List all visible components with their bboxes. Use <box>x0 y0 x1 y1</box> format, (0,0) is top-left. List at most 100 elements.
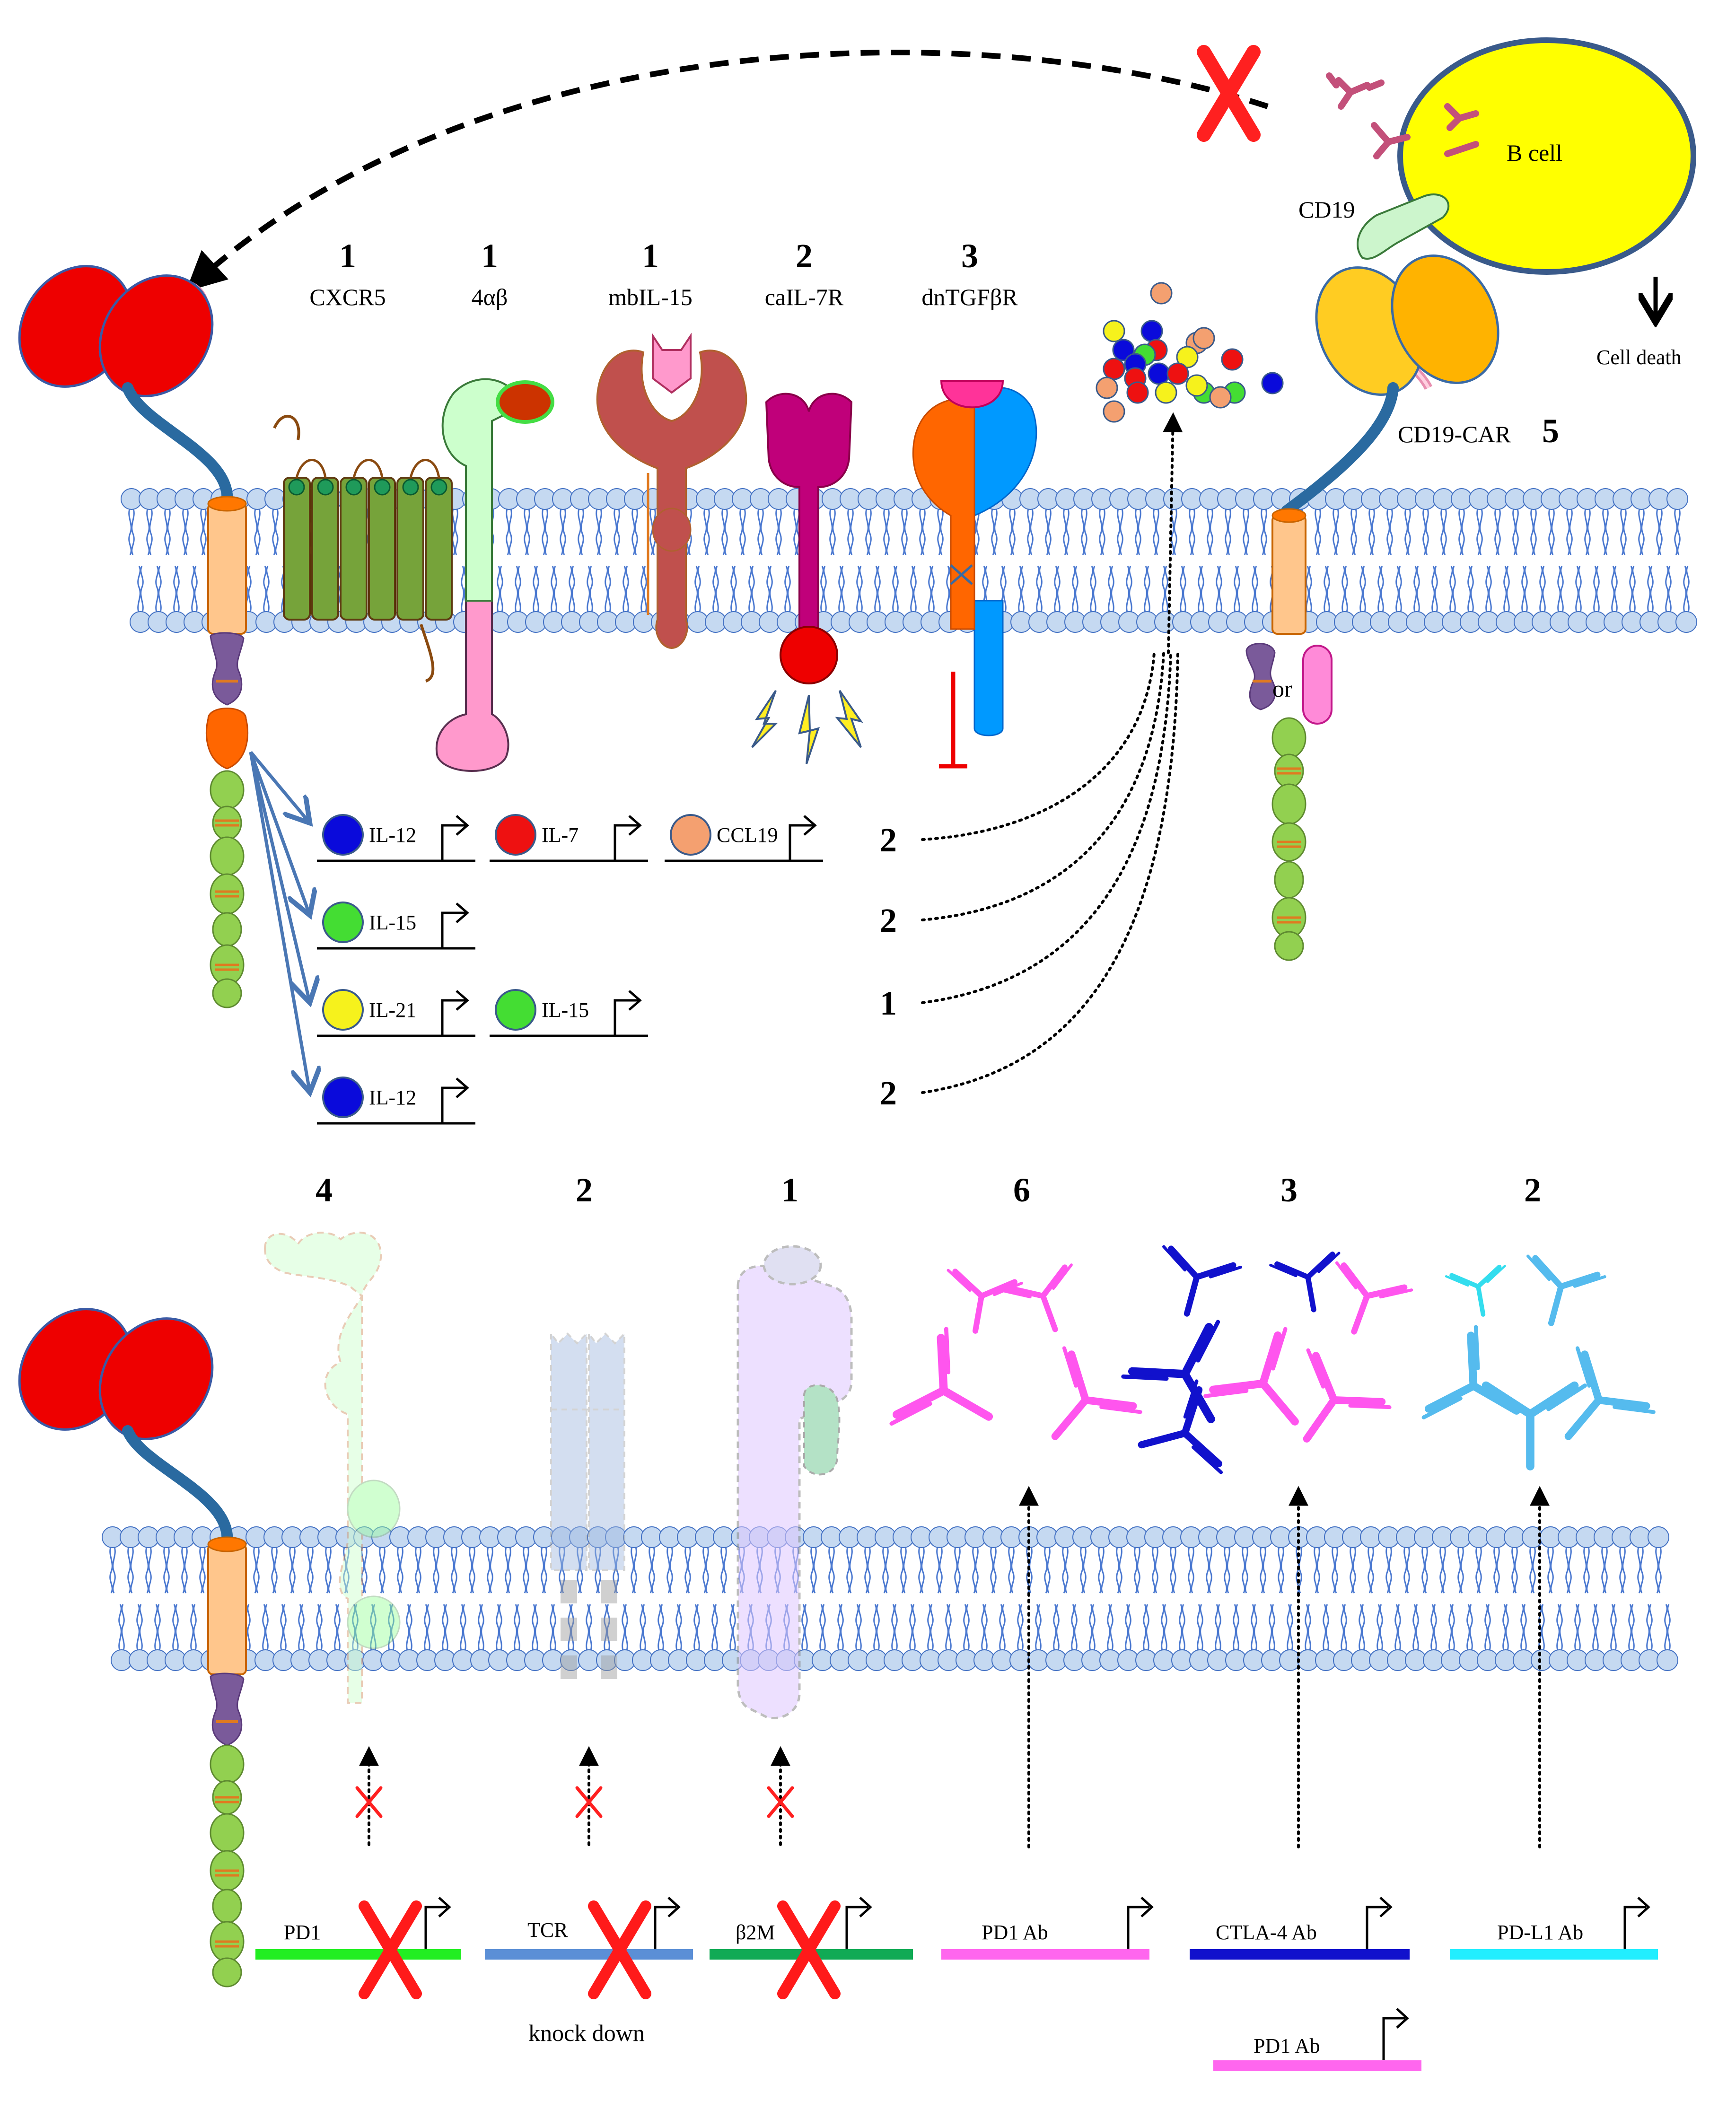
cytokine-gene-label: IL-12 <box>369 1086 416 1109</box>
column-number-tcr: 2 <box>576 1171 593 1209</box>
receptor-number-mbil15: 1 <box>642 237 659 275</box>
car-label: CD19-CAR <box>1398 421 1511 447</box>
antibody-icon <box>1162 1245 1242 1317</box>
cd19-car-left <box>18 265 249 1008</box>
receptor-name-cxcr5: CXCR5 <box>309 284 386 310</box>
antibody-icon <box>1526 1254 1606 1326</box>
column-number-b2m: 1 <box>781 1171 798 1209</box>
secretion-count-1: 2 <box>880 821 897 859</box>
signal-arrows <box>249 751 310 1093</box>
gene-label: PD1 Ab <box>982 1921 1048 1944</box>
bottom-gene-cassettes: PD1 TCR β2M PD1 Ab CTLA-4 Ab PD-L1 Ab PD1 Ab <box>255 1897 1658 2071</box>
pd1-receptor-faded <box>263 1231 401 1704</box>
secretion-lines <box>921 412 1183 1094</box>
cytokine-gene-label: CCL19 <box>717 823 778 847</box>
cytokine-gene-label: IL-21 <box>369 998 416 1022</box>
antibody-icon <box>889 1327 993 1426</box>
cell-membrane-bottom <box>102 1526 1678 1671</box>
antibody-icon <box>1473 1381 1587 1471</box>
receptor-name-cail7r: caIL-7R <box>765 284 844 310</box>
gene-label: PD-L1 Ab <box>1497 1921 1583 1944</box>
antibody-icon <box>1303 1348 1392 1443</box>
receptor-labels: 1 CXCR5 1 4αβ 1 mbIL-15 2 caIL-7R 3 dnTG… <box>309 237 1018 310</box>
antibody-icon <box>1335 1261 1413 1335</box>
antibody-icon <box>1000 1263 1073 1332</box>
gene-label: β2M <box>736 1921 775 1944</box>
receptor-name-dntgfbr: dnTGFβR <box>921 284 1018 310</box>
b-cell-antibodies <box>1326 72 1479 159</box>
or-label: or <box>1272 675 1292 702</box>
antibody-icon <box>947 1269 1023 1334</box>
antibody-icon <box>1445 1264 1506 1317</box>
receptor-number-4ab: 1 <box>481 237 498 275</box>
cytokine-gene-dot <box>322 902 364 943</box>
cxcr5-receptor <box>273 414 453 683</box>
cytokine-gene-il-12: IL-12 <box>317 1077 475 1125</box>
gene-cassette-pd1: PD1 <box>255 1897 461 1960</box>
cell-death-label: Cell death <box>1596 346 1682 369</box>
cytokine-gene-dot <box>495 989 536 1031</box>
b-cell-label: B cell <box>1507 140 1562 166</box>
tcr-faded <box>550 1331 625 1679</box>
cytokine-gene-dot <box>322 814 364 856</box>
receptor-number-cxcr5: 1 <box>339 237 356 275</box>
blocked-x-icon <box>1197 45 1261 142</box>
column-number-ctla4-ab: 3 <box>1280 1171 1298 1209</box>
gene-cassette-pd1-ab: PD1 Ab <box>1213 2008 1421 2071</box>
gene-label: PD1 Ab <box>1254 2034 1320 2057</box>
cytokine-gene-label: IL-7 <box>542 823 579 847</box>
cd19-car-right <box>1245 254 1499 961</box>
dntgfbr-receptor <box>912 380 1037 769</box>
antibody-icon <box>1269 1252 1341 1313</box>
receptor-number-dntgfbr: 3 <box>961 237 978 275</box>
secreted-cytokines <box>1096 282 1284 423</box>
column-numbers: 4 2 1 6 3 2 <box>316 1171 1541 1209</box>
mhc-b2m-faded <box>736 1245 853 1720</box>
cytokine-gene-dot <box>670 814 711 856</box>
gene-label: TCR <box>527 1918 568 1942</box>
cd19-car-bottom <box>18 1308 247 1987</box>
receptor-name-mbil15: mbIL-15 <box>608 284 693 310</box>
knock-down-label: knock down <box>528 2020 645 2046</box>
antibody-icon <box>1203 1327 1299 1426</box>
cytokine-gene-il-15: IL-15 <box>317 902 475 950</box>
cytokine-gene-il-12: IL-12 <box>317 814 475 862</box>
car-targeting-arrow <box>185 49 1269 292</box>
cytokine-gene-label: IL-15 <box>369 911 416 934</box>
cail7r-receptor <box>751 393 863 764</box>
antibody-icon <box>1138 1379 1223 1474</box>
column-number-pd1-ab: 6 <box>1013 1171 1030 1209</box>
mbil15-receptor <box>596 333 747 649</box>
gene-cassette-pd-l1-ab: PD-L1 Ab <box>1450 1897 1658 1960</box>
cytokine-gene-ccl19: CCL19 <box>665 814 823 862</box>
receptor-number-cail7r: 2 <box>796 237 813 275</box>
cytokine-gene-il-7: IL-7 <box>490 814 648 862</box>
cytokine-gene-label: IL-12 <box>369 823 416 847</box>
cytokine-gene-dot <box>322 989 364 1031</box>
antibody-icon <box>1564 1346 1656 1440</box>
column-number-pd1: 4 <box>316 1171 333 1209</box>
cd19-antigen <box>1357 193 1450 260</box>
antibody-icon <box>1051 1346 1142 1440</box>
gene-cassette-tcr: TCR <box>485 1897 693 1960</box>
cd19-label: CD19 <box>1298 196 1355 223</box>
secretion-count-4: 2 <box>880 1074 897 1112</box>
gene-label: PD1 <box>284 1921 321 1944</box>
cytokine-gene-dot <box>495 814 536 856</box>
secretion-count-3: 1 <box>880 984 897 1022</box>
car-number: 5 <box>1542 412 1559 450</box>
column-number-pdl1-ab: 2 <box>1524 1171 1541 1209</box>
secreted-antibodies <box>889 1245 1656 1474</box>
small-blocked-x-icons <box>355 1786 794 1818</box>
gene-cassette-ctla-4-ab: CTLA-4 Ab <box>1190 1897 1410 1960</box>
cytokine-gene-il-21: IL-21 <box>317 989 475 1037</box>
cytokine-gene-dot <box>322 1077 364 1118</box>
4ab-receptor <box>435 378 554 772</box>
gene-label: CTLA-4 Ab <box>1216 1921 1317 1944</box>
knockout-x-icons <box>359 1900 841 1999</box>
cytokine-gene-il-15: IL-15 <box>490 989 648 1037</box>
receptor-name-4ab: 4αβ <box>472 284 508 310</box>
